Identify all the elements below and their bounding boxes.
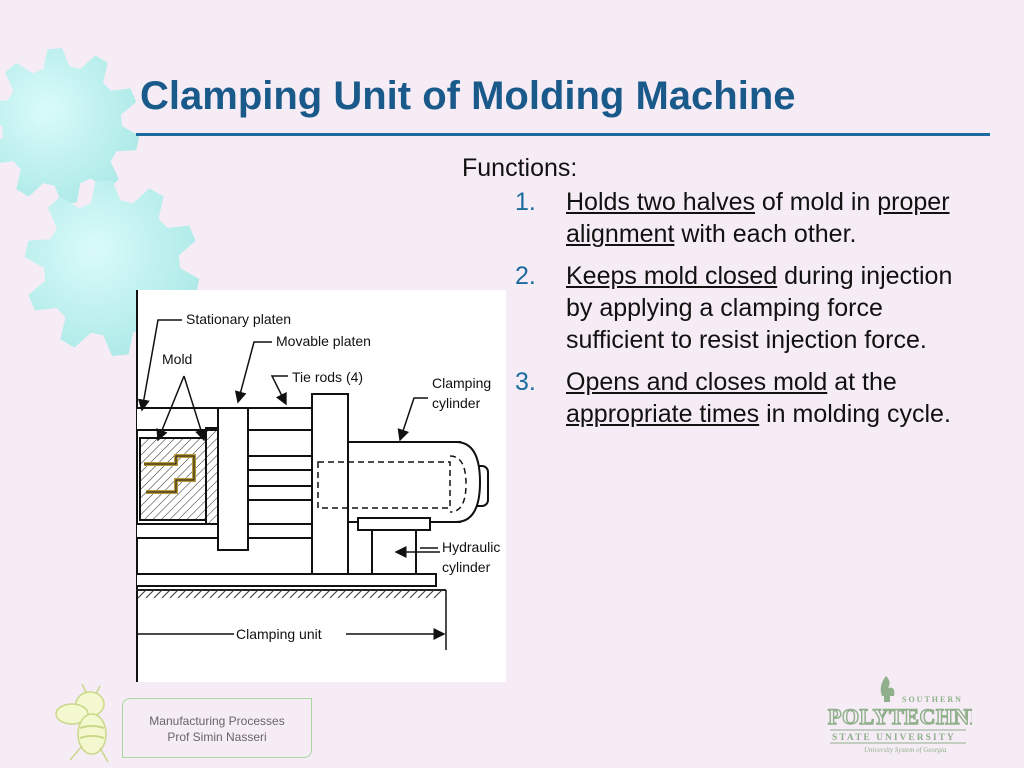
label-tie-rods: Tie rods (4) bbox=[292, 369, 363, 385]
logo-state-university: STATE UNIVERSITY bbox=[832, 733, 956, 743]
ground-hatch-line bbox=[377, 589, 387, 599]
ground-hatch-line bbox=[241, 589, 251, 599]
ground-hatch-line bbox=[321, 589, 331, 599]
list-number: 1. bbox=[515, 188, 536, 216]
functions-heading: Functions: bbox=[462, 154, 578, 182]
ground-hatch-line bbox=[145, 589, 155, 599]
ground-hatch-line bbox=[209, 589, 219, 599]
ground-hatch-line bbox=[361, 589, 371, 599]
ground-hatch-line bbox=[249, 589, 259, 599]
ground-hatch-line bbox=[329, 589, 339, 599]
ground-hatch-line bbox=[409, 589, 419, 599]
label-clamping-cylinder-line2: cylinder bbox=[432, 395, 481, 411]
ground-hatch-line bbox=[177, 589, 187, 599]
list-item: 1. Holds two halves of mold in proper ali… bbox=[462, 186, 982, 250]
ground-hatch-line bbox=[401, 589, 411, 599]
ground-hatch-line bbox=[169, 589, 179, 599]
ground-hatch-line bbox=[257, 589, 267, 599]
ground-hatch-line bbox=[225, 589, 235, 599]
ground-hatch-line bbox=[433, 589, 443, 599]
underlined-phrase: Holds two halves bbox=[566, 188, 755, 216]
list-item: 2. Keeps mold closed during injection by … bbox=[462, 260, 982, 356]
label-clamping-unit: Clamping unit bbox=[236, 626, 322, 642]
list-number: 3. bbox=[515, 368, 536, 396]
label-hydraulic-cylinder-line1: Hydraulic bbox=[442, 539, 500, 555]
slide-title: Clamping Unit of Molding Machine bbox=[140, 74, 796, 118]
ground-hatch-line bbox=[305, 589, 315, 599]
underlined-phrase: Keeps mold closed bbox=[566, 262, 778, 290]
ground-hatch-line bbox=[425, 589, 435, 599]
clamping-unit-diagram: Stationary platen Mold Movable platen Ti… bbox=[136, 290, 506, 682]
footer-course: Manufacturing Processes bbox=[149, 714, 285, 728]
ground-hatch-line bbox=[265, 589, 275, 599]
logo-system: University System of Georgia bbox=[864, 746, 947, 754]
list-number: 2. bbox=[515, 262, 536, 290]
title-divider bbox=[136, 133, 990, 136]
ground-hatch-line bbox=[161, 589, 171, 599]
ground-hatch-line bbox=[345, 589, 355, 599]
bee-mascot-icon bbox=[55, 684, 109, 763]
ground-hatch-line bbox=[185, 589, 195, 599]
label-stationary-platen: Stationary platen bbox=[186, 311, 291, 327]
ground-hatch-line bbox=[193, 589, 203, 599]
footer-caption: Manufacturing Processes Prof Simin Nasse… bbox=[122, 698, 312, 758]
ground-hatch-line bbox=[337, 589, 347, 599]
text-run: at the bbox=[827, 368, 897, 396]
ground-hatch-line bbox=[385, 589, 395, 599]
gear-shape bbox=[0, 48, 140, 204]
numbered-list: 1. Holds two halves of mold in proper ali… bbox=[462, 186, 982, 430]
label-clamping-cylinder-line1: Clamping bbox=[432, 375, 491, 391]
text-run: during injection by applying a clamping … bbox=[566, 262, 953, 354]
ground-hatch-line bbox=[297, 589, 307, 599]
ground-hatch-line bbox=[137, 589, 147, 599]
underlined-phrase: proper alignment bbox=[566, 188, 950, 248]
ground-hatch-line bbox=[313, 589, 323, 599]
ground-hatch-line bbox=[417, 589, 427, 599]
list-item: 3. Opens and closes mold at the appropria… bbox=[462, 366, 982, 430]
ground-hatch-line bbox=[233, 589, 243, 599]
logo-southern: SOUTHERN bbox=[902, 695, 963, 704]
text-run: in molding cycle. bbox=[759, 400, 951, 428]
footer-professor: Prof Simin Nasseri bbox=[167, 730, 267, 744]
logo-polytechnic: POLYTECHNIC bbox=[828, 704, 972, 729]
label-movable-platen: Movable platen bbox=[276, 333, 371, 349]
ground-hatch-line bbox=[217, 589, 227, 599]
ground-hatch-line bbox=[281, 589, 291, 599]
ground-hatch-line bbox=[393, 589, 403, 599]
label-hydraulic-cylinder-line2: cylinder bbox=[442, 559, 491, 575]
university-logo: SOUTHERN POLYTECHNIC STATE UNIVERSITY Un… bbox=[827, 676, 972, 754]
underlined-phrase: appropriate times bbox=[566, 400, 760, 428]
ground-hatch-line bbox=[153, 589, 163, 599]
underlined-phrase: Opens and closes mold bbox=[566, 368, 828, 396]
ground-hatch-line bbox=[273, 589, 283, 599]
ground-hatch-line bbox=[289, 589, 299, 599]
text-run: of mold in bbox=[754, 188, 878, 216]
ground-hatch-line bbox=[353, 589, 363, 599]
label-mold: Mold bbox=[162, 351, 192, 367]
functions-list: Functions: 1. Holds two halves of mold in… bbox=[462, 152, 982, 440]
text-run: with each other. bbox=[674, 220, 857, 248]
ground-hatch-line bbox=[369, 589, 379, 599]
ground-hatch-line bbox=[201, 589, 211, 599]
